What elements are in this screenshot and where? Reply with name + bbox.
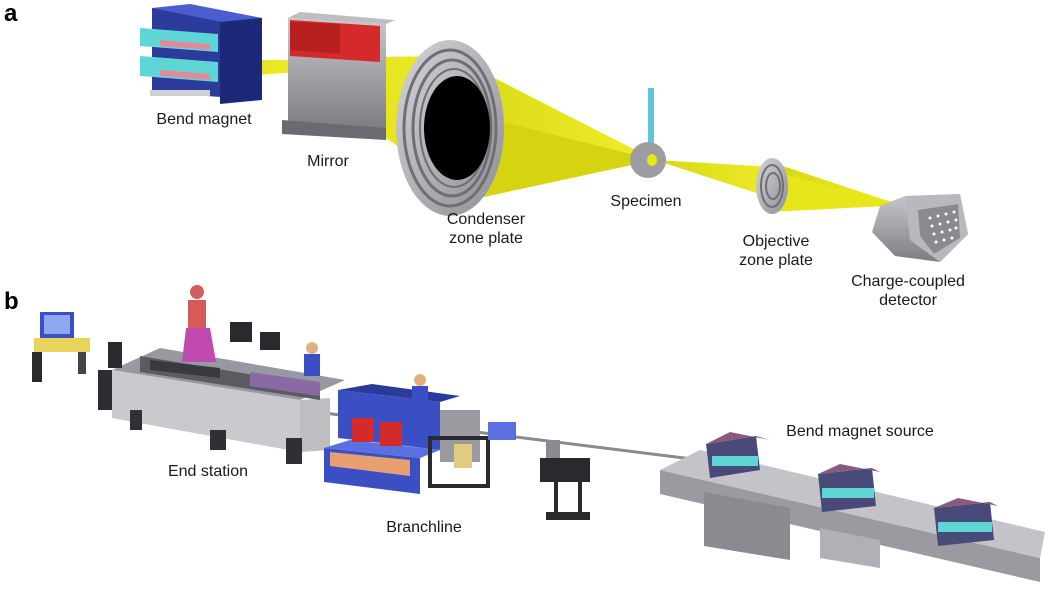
label-objective-line1: Objective xyxy=(742,233,810,250)
label-end-station: End station xyxy=(167,463,249,480)
mirror-device xyxy=(282,12,395,140)
end-station-assembly xyxy=(32,285,345,464)
label-branchline: Branchline xyxy=(386,519,462,536)
specimen-holder xyxy=(630,88,666,178)
label-ccd-line2: detector xyxy=(879,292,937,309)
label-condenser-line2: zone plate xyxy=(449,230,523,247)
label-ccd-line1: Charge-coupled xyxy=(851,273,965,290)
label-objective-line2: zone plate xyxy=(739,252,813,269)
panel-label-b: b xyxy=(4,288,19,315)
label-bend-magnet: Bend magnet xyxy=(156,111,252,128)
bend-magnet-source-assembly xyxy=(660,432,1045,582)
condenser-zone-plate xyxy=(396,40,504,216)
label-bend-magnet-source: Bend magnet source xyxy=(786,423,934,440)
objective-zone-plate xyxy=(756,158,788,214)
label-condenser-zone-plate: Condenser zone plate xyxy=(447,210,525,248)
panel-a-diagram xyxy=(140,4,968,262)
label-ccd: Charge-coupled detector xyxy=(851,272,965,310)
label-objective-zone-plate: Objective zone plate xyxy=(739,232,813,270)
panel-b-diagram xyxy=(32,285,1045,582)
label-specimen: Specimen xyxy=(610,193,682,210)
ccd-detector xyxy=(872,194,968,262)
panel-label-a: a xyxy=(4,0,18,27)
bend-magnet-device xyxy=(140,4,262,104)
label-condenser-line1: Condenser xyxy=(446,211,526,228)
branchline-assembly xyxy=(324,374,516,494)
intermediate-stand xyxy=(540,440,590,520)
label-mirror: Mirror xyxy=(307,153,349,170)
